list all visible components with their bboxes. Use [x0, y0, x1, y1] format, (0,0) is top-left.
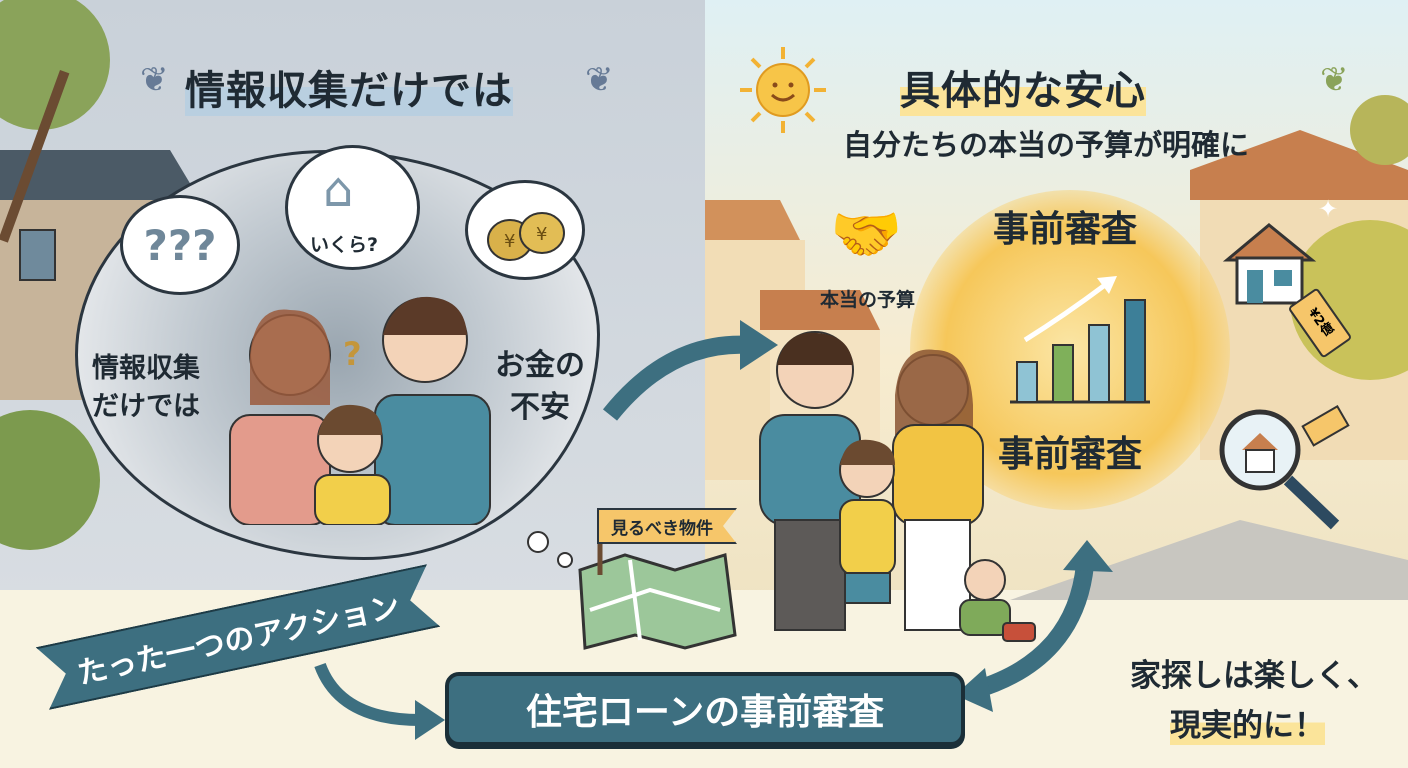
- map-icon: [578, 540, 737, 650]
- info-label-line1: 情報収集: [92, 353, 200, 384]
- leaf-icon: ❦: [1320, 60, 1349, 100]
- sparkle-icon: ✦: [1318, 195, 1339, 223]
- happy-family-illustration: [759, 331, 1036, 642]
- arrow-to-cta: [314, 662, 445, 740]
- price-question: いくら?: [310, 234, 379, 256]
- worried-family-illustration: ?: [229, 296, 491, 525]
- curved-arrow-right: [602, 320, 778, 421]
- right-title: 具体的な安心: [900, 58, 1146, 116]
- pre-approval-button[interactable]: 住宅ローンの事前審査: [445, 672, 965, 746]
- coins-bubble: ¥¥: [465, 180, 585, 280]
- house-price-bubble: ⌂ いくら?: [285, 145, 420, 270]
- review-label-top: 事前審査: [993, 209, 1138, 250]
- closing-line-1: 家探しは楽しく、: [1130, 658, 1378, 694]
- svg-text:¥: ¥: [504, 231, 515, 252]
- closing-line-2: 現実的に！: [1170, 700, 1325, 745]
- thought-dots: [527, 531, 573, 568]
- handshake-icon: 🤝: [830, 200, 903, 268]
- question-bubble: ???: [120, 195, 240, 295]
- money-label-line1: お金の: [495, 348, 585, 383]
- house-icon: [1222, 223, 1317, 305]
- svg-text:?: ?: [343, 335, 362, 373]
- growth-bar-chart-icon: [1010, 276, 1150, 404]
- right-subtitle: 自分たちの本当の予算が明確に: [843, 128, 1250, 162]
- house-icon: ⌂: [323, 162, 354, 218]
- tree-left: [0, 0, 110, 550]
- magnifier-house-icon: [1219, 405, 1350, 530]
- svg-text:¥: ¥: [536, 224, 547, 245]
- money-worry-label: お金の不安: [495, 345, 585, 429]
- leaf-left-icon: ❦: [140, 60, 169, 100]
- real-budget-label: 本当の予算: [820, 289, 916, 311]
- info-label-line2: だけでは: [92, 391, 200, 422]
- review-label-bottom: 事前審査: [998, 434, 1143, 475]
- money-label-line2: 不安: [510, 390, 570, 425]
- smiling-sun-icon: [740, 47, 826, 133]
- left-title: 情報収集だけでは: [185, 58, 513, 116]
- yen-coins-icon: ¥¥: [487, 212, 565, 261]
- info-label: 情報収集だけでは: [92, 350, 200, 426]
- leaf-right-icon: ❦: [585, 60, 614, 100]
- map-flag: 見るべき物件: [597, 508, 737, 544]
- double-arrow: [955, 540, 1113, 712]
